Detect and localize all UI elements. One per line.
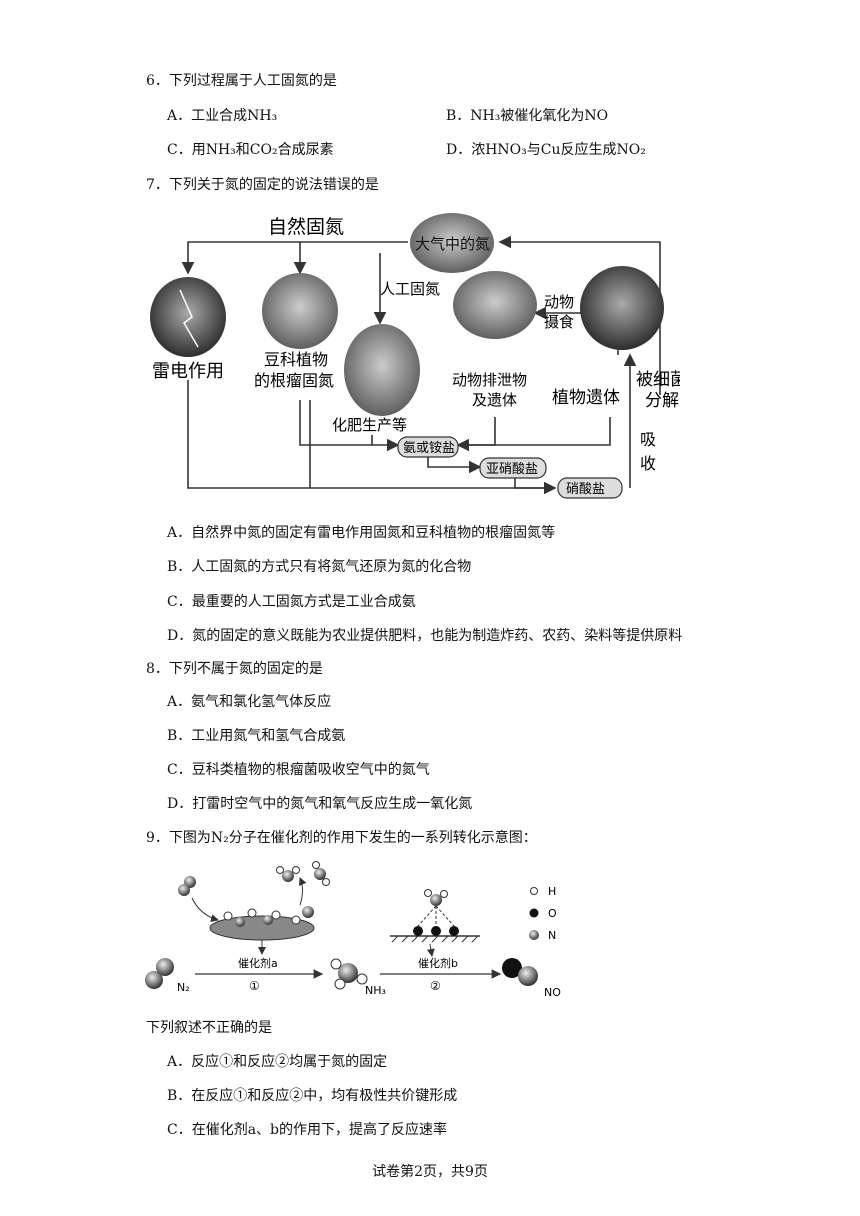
legume-photo [262, 273, 338, 349]
label-plant-remains: 植物遗体 [552, 388, 620, 408]
label-legume-2: 的根瘤固氮 [254, 371, 334, 390]
lightning-photo [150, 277, 226, 357]
forest-photo [580, 266, 664, 350]
label-absorb-1: 吸 [640, 430, 656, 449]
q9-option-c: C．在催化剂a、b的作用下，提高了反应速率 [167, 1122, 448, 1138]
q8-option-c: C．豆科类植物的根瘤菌吸收空气中的氮气 [167, 762, 430, 778]
label-nh3: NH₃ [365, 984, 386, 997]
label-step-2: ② [430, 979, 441, 993]
q9-lead: 下列叙述不正确的是 [146, 1020, 272, 1036]
q8-option-b: B．工业用氮气和氢气合成氨 [167, 728, 346, 744]
label-artificial-fixation: 人工固氮 [380, 280, 440, 298]
atmosphere-photo [410, 213, 494, 273]
label-bacteria-2: 分解 [645, 391, 679, 411]
q7-option-a: A．自然界中氮的固定有雷电作用固氮和豆科植物的根瘤固氮等 [167, 525, 556, 541]
label-animal-eat-2: 摄食 [544, 313, 574, 331]
label-excreta-2: 及遗体 [472, 391, 517, 409]
legend-n: N [548, 929, 556, 942]
legend-h: H [548, 885, 556, 898]
label-nitrate: 硝酸盐 [566, 482, 605, 497]
q7-option-d: D．氮的固定的意义既能为农业提供肥料，也能为制造炸药、农药、染料等提供原料 [167, 628, 683, 644]
q6-option-a: A．工业合成NH₃ [167, 108, 278, 124]
label-natural-fixation: 自然固氮 [268, 216, 344, 238]
label-bacteria-1: 被细菌 [636, 370, 680, 390]
label-legume-1: 豆科植物 [264, 350, 328, 369]
label-n2: N₂ [177, 981, 190, 994]
q6-option-c: C．用NH₃和CO₂合成尿素 [167, 142, 334, 158]
animals-photo [453, 271, 537, 339]
q8-stem: 8．下列不属于氮的固定的是 [146, 661, 323, 677]
q9-stem: 9．下图为N₂分子在催化剂的作用下发生的一系列转化示意图： [146, 830, 537, 846]
q6-option-b: B．NH₃被催化氧化为NO [446, 108, 609, 124]
q6-option-d: D．浓HNO₃与Cu反应生成NO₂ [446, 142, 646, 158]
label-absorb-2: 收 [640, 454, 656, 473]
page-footer: 试卷第2页，共9页 [372, 1164, 488, 1180]
label-nitrite: 亚硝酸盐 [486, 462, 538, 477]
label-animal-eat-1: 动物 [544, 293, 574, 311]
label-atmosphere: 大气中的氮 [415, 235, 490, 253]
legend-o: O [548, 907, 557, 920]
q6-stem: 6．下列过程属于人工固氮的是 [146, 73, 337, 89]
q9-option-b: B．在反应①和反应②中，均有极性共价键形成 [167, 1088, 458, 1104]
label-excreta-1: 动物排泄物 [452, 371, 527, 389]
q7-option-c: C．最重要的人工固氮方式是工业合成氨 [167, 594, 416, 610]
label-ammonia: 氨或铵盐 [403, 441, 455, 456]
factory-photo [344, 324, 420, 416]
label-catalyst-a: 催化剂a [238, 956, 278, 970]
label-no: NO [544, 986, 561, 999]
label-step-1: ① [249, 979, 260, 993]
n2-conversion-diagram: N₂ 催化剂a ① NH₃ 催化剂b ② NO H O N [145, 861, 561, 999]
q8-option-a: A．氨气和氯化氢气体反应 [167, 694, 332, 710]
q8-option-d: D．打雷时空气中的氮气和氧气反应生成一氧化氮 [167, 796, 473, 812]
label-lightning: 雷电作用 [152, 361, 224, 382]
q9-option-a: A．反应①和反应②均属于氮的固定 [167, 1054, 388, 1070]
label-fertilizer: 化肥生产等 [332, 416, 407, 434]
q7-stem: 7．下列关于氮的固定的说法错误的是 [146, 177, 379, 193]
q7-option-b: B．人工固氮的方式只有将氮气还原为氮的化合物 [167, 559, 472, 575]
nitrogen-cycle-diagram: 自然固氮 大气中的氮 人工固氮 雷电作用 豆科植物 的根瘤固氮 化肥生产等 动物… [150, 213, 680, 499]
label-catalyst-b: 催化剂b [418, 956, 458, 970]
